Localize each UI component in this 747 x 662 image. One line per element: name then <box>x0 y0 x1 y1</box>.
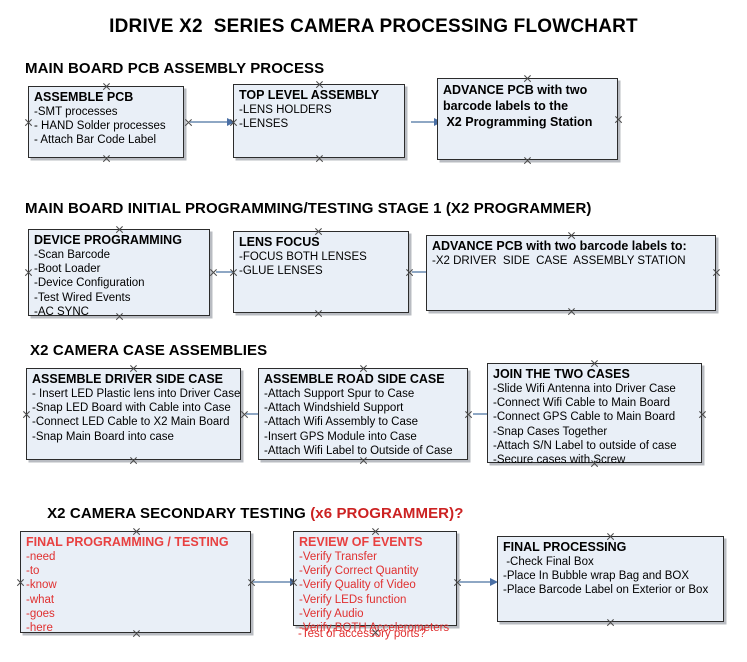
node-line: -Scan Barcode <box>34 249 111 261</box>
page-title: IDRIVE X2 SERIES CAMERA PROCESSING FLOWC… <box>109 16 638 37</box>
node-line: -Verify Transfer <box>299 551 377 563</box>
node-line: -Verify LEDs function <box>299 593 407 606</box>
node-line: -Connect LED Cable to X2 Main Board <box>32 416 230 429</box>
section-heading-x2-camera-case-assemblies: X2 CAMERA CASE ASSEMBLIES <box>30 342 268 359</box>
node-line: -Snap LED Board with Cable into Case <box>32 402 231 415</box>
node-line: -Snap Main Board into case <box>32 430 174 443</box>
node-line: -Verify Correct Quantity <box>299 565 419 578</box>
node-line: -Verify Quality of Video <box>299 579 416 592</box>
node-join-the-two-cases[interactable]: JOIN THE TWO CASES -Slide Wifi Antenna i… <box>487 363 702 466</box>
node-title: ADVANCE PCB with two barcode labels to t… <box>443 83 593 129</box>
node-line: -Connect Wifi Cable to Main Board <box>493 397 671 410</box>
node-line: -know <box>26 579 57 592</box>
connector-final-programming-to-review <box>253 577 298 586</box>
node-line: -goes <box>26 607 55 620</box>
node-line: -Attach Windshield Support <box>264 402 404 415</box>
node-final-programming-testing[interactable]: FINAL PROGRAMMING / TESTING -need -to -k… <box>20 531 251 635</box>
section-heading-main-board-pcb-assembly: MAIN BOARD PCB ASSEMBLY PROCESS <box>25 60 325 77</box>
connector-road-case-to-join-cases <box>473 409 495 418</box>
arrowhead-icon <box>490 577 498 586</box>
node-advance-pcb-programming-station[interactable]: ADVANCE PCB with two barcode labels to t… <box>437 78 618 160</box>
node-line: -LENS HOLDERS <box>239 104 332 116</box>
node-line: -Verify BOTH Accelerometers <box>299 622 450 635</box>
node-line: -Device Configuration <box>34 277 145 290</box>
node-title: TOP LEVEL ASSEMBLY <box>239 88 380 102</box>
node-line: -Insert GPS Module into Case <box>264 430 417 443</box>
node-title: ASSEMBLE ROAD SIDE CASE <box>264 372 445 386</box>
node-final-processing[interactable]: FINAL PROCESSING -Check Final Box -Place… <box>497 536 724 622</box>
node-line: -Test Wired Events <box>34 291 131 304</box>
node-line: -Attach Wifi Label to Outside of Case <box>264 444 453 457</box>
node-line: -Snap Cases Together <box>493 425 608 438</box>
node-line: - Attach Bar Code Label <box>34 134 157 147</box>
section-heading-accent: (x6 PROGRAMMER)? <box>310 505 464 522</box>
node-title: DEVICE PROGRAMMING <box>34 233 182 247</box>
node-line: -Secure cases with Screw <box>493 454 626 467</box>
node-line: -LENSES <box>239 118 289 131</box>
node-title: REVIEW OF EVENTS <box>299 535 423 549</box>
node-device-programming[interactable]: DEVICE PROGRAMMING -Scan Barcode -Boot L… <box>28 229 210 318</box>
node-line: -here <box>26 622 53 635</box>
node-title: FINAL PROCESSING <box>503 540 627 554</box>
node-line: -AC SYNC <box>34 305 89 318</box>
node-title: ASSEMBLE PCB <box>34 90 134 104</box>
node-assemble-pcb[interactable]: ASSEMBLE PCB -SMT processes - HAND Solde… <box>28 86 184 158</box>
node-top-level-assembly[interactable]: TOP LEVEL ASSEMBLY -LENS HOLDERS -LENSES <box>233 84 405 158</box>
node-title: ASSEMBLE DRIVER SIDE CASE <box>32 372 224 386</box>
node-line: -Attach Support Spur to Case <box>264 388 415 400</box>
arrowhead-icon <box>227 117 235 126</box>
node-lens-focus[interactable]: LENS FOCUS -FOCUS BOTH LENSES -GLUE LENS… <box>233 231 409 313</box>
section-heading-text: X2 CAMERA SECONDARY TESTING <box>47 505 311 522</box>
node-line: -SMT processes <box>34 106 118 118</box>
connector-assemble-pcb-to-top-level <box>190 117 235 126</box>
connector-top-level-to-advance-pcb <box>411 117 442 126</box>
section-heading-x2-camera-secondary-testing: X2 CAMERA SECONDARY TESTING (x6 PROGRAMM… <box>30 488 463 539</box>
node-title: ADVANCE PCB with two barcode labels to: <box>432 239 687 253</box>
node-line: -need <box>26 551 56 563</box>
section-heading-main-board-initial-programming: MAIN BOARD INITIAL PROGRAMMING/TESTING S… <box>25 200 592 217</box>
node-line: - Insert LED Plastic lens into Driver Ca… <box>32 388 241 400</box>
node-line: - HAND Solder processes <box>34 120 166 133</box>
node-review-of-events[interactable]: REVIEW OF EVENTS -Verify Transfer -Verif… <box>293 531 457 634</box>
node-line: -FOCUS BOTH LENSES <box>239 251 367 263</box>
node-assemble-driver-side-case[interactable]: ASSEMBLE DRIVER SIDE CASE - Insert LED P… <box>26 368 241 460</box>
connector-review-to-final-processing <box>459 577 498 586</box>
node-line: -Attach S/N Label to outside of case <box>493 439 677 452</box>
node-title: LENS FOCUS <box>239 235 320 249</box>
node-line: -Verify Audio <box>299 607 364 620</box>
node-title: FINAL PROGRAMMING / TESTING <box>26 535 229 549</box>
node-line: -to <box>26 565 40 578</box>
node-line: -Place Barcode Label on Exterior or Box <box>503 584 709 597</box>
node-line: -Slide Wifi Antenna into Driver Case <box>493 383 676 395</box>
node-line: -Connect GPS Cable to Main Board <box>493 411 676 424</box>
node-line: -X2 DRIVER SIDE CASE ASSEMBLY STATION <box>432 255 686 267</box>
node-line: -what <box>26 593 55 606</box>
node-advance-pcb-driver-side-case[interactable]: ADVANCE PCB with two barcode labels to: … <box>426 235 716 311</box>
node-line: -Place In Bubble wrap Bag and BOX <box>503 570 690 583</box>
node-line: -Check Final Box <box>503 556 594 568</box>
node-assemble-road-side-case[interactable]: ASSEMBLE ROAD SIDE CASE -Attach Support … <box>258 368 468 460</box>
node-line: -Boot Loader <box>34 263 101 276</box>
node-line: -Attach Wifi Assembly to Case <box>264 416 419 429</box>
node-overflow-line: -Test of accessory ports? <box>298 628 426 640</box>
node-title: JOIN THE TWO CASES <box>493 367 630 381</box>
node-line: -GLUE LENSES <box>239 265 323 278</box>
